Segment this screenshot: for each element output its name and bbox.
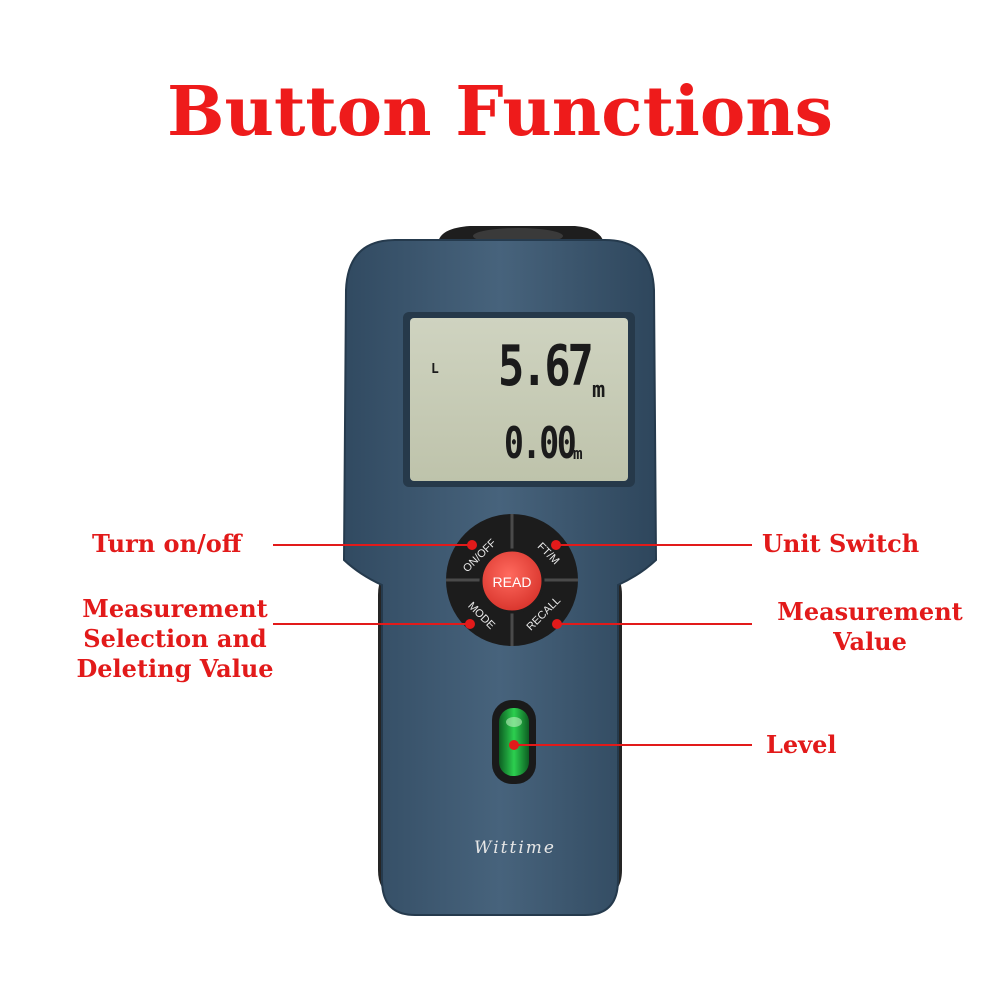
callout-dots bbox=[465, 540, 562, 750]
read-button[interactable] bbox=[479, 548, 545, 614]
callout-turn-on-off: Turn on/off bbox=[92, 529, 242, 558]
callout-line: Value bbox=[833, 627, 907, 656]
lcd-secondary-unit: m bbox=[573, 444, 583, 463]
read-button-label: READ bbox=[493, 574, 532, 590]
brand-logo: Wittime bbox=[474, 838, 556, 858]
lcd-primary-value: 5.67 bbox=[498, 334, 594, 399]
callout-measurement-selection: Measurement Selection and Deleting Value bbox=[60, 594, 290, 684]
callout-measurement-value: Measurement Value bbox=[760, 597, 980, 657]
callout-line: Measurement bbox=[777, 597, 963, 626]
callout-line: Deleting Value bbox=[76, 654, 274, 683]
lcd-primary-unit: m bbox=[592, 378, 606, 403]
page-title: Button Functions bbox=[167, 72, 833, 152]
callout-lines bbox=[273, 544, 752, 746]
callout-line: Measurement bbox=[82, 594, 268, 623]
lcd-screen bbox=[403, 312, 635, 487]
callout-level: Level bbox=[766, 730, 837, 759]
lcd-mode-indicator: L bbox=[431, 362, 439, 377]
callout-unit-switch: Unit Switch bbox=[762, 529, 920, 558]
lcd-secondary-value: 0.00 bbox=[504, 418, 577, 469]
callout-line: Selection and bbox=[83, 624, 267, 653]
